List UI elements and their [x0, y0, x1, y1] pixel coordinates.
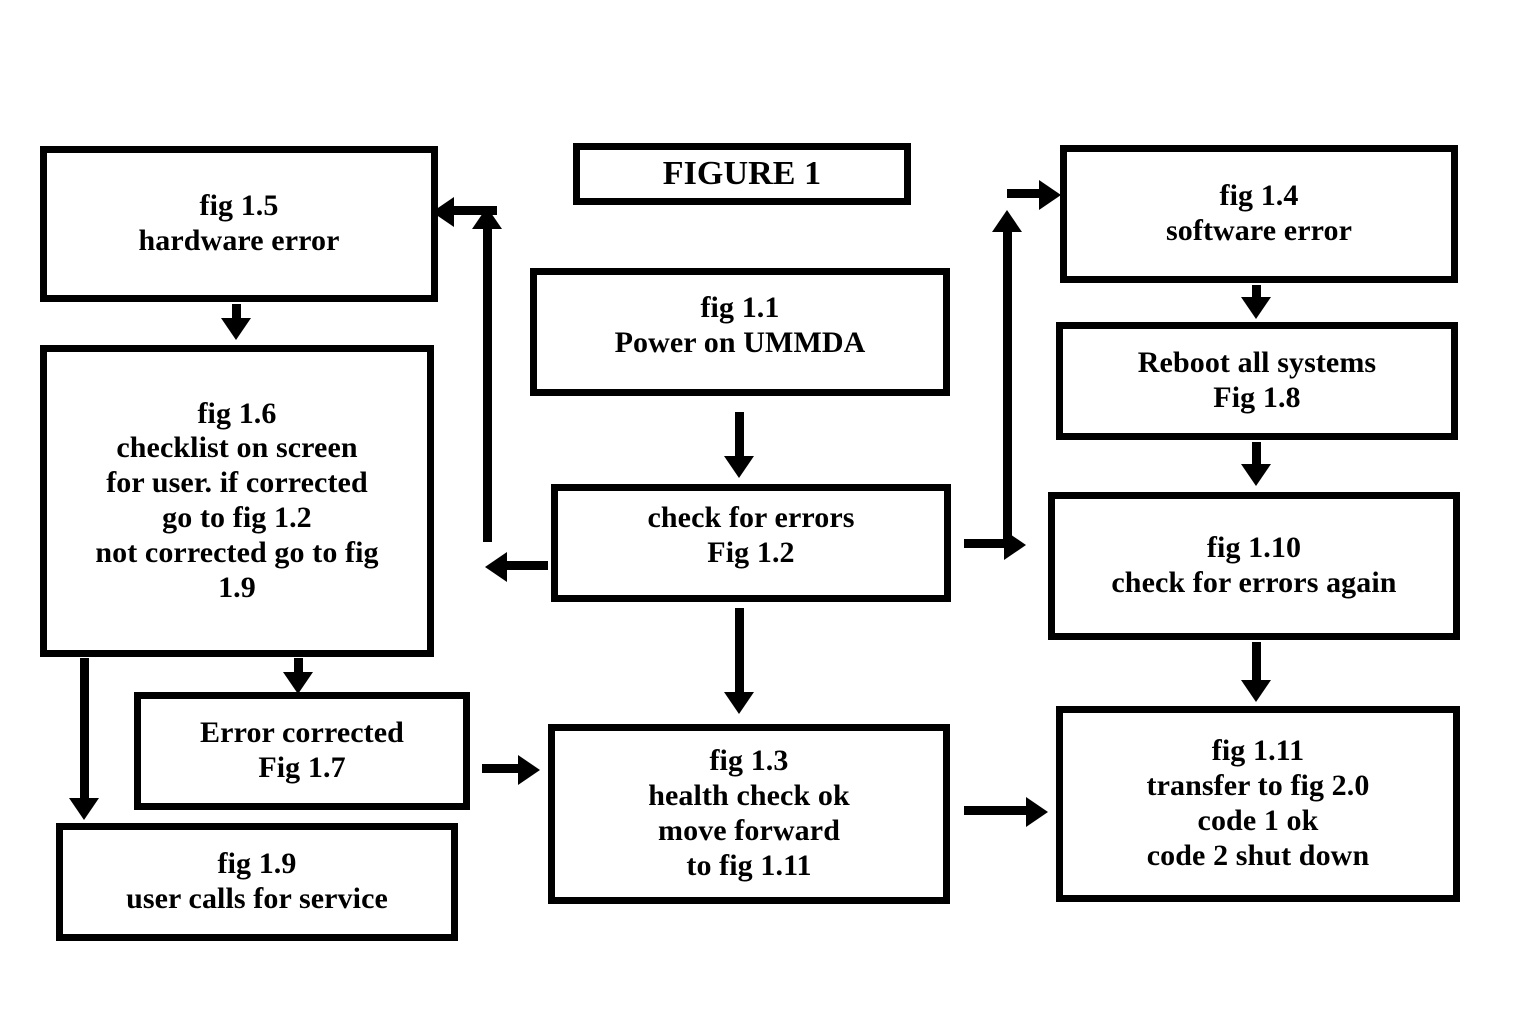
node-fig-1-11-label: fig 1.11 transfer to fig 2.0 code 1 ok c… [1146, 734, 1370, 872]
node-fig-1-11[interactable]: fig 1.11 transfer to fig 2.0 code 1 ok c… [1056, 706, 1460, 902]
node-fig-1-7[interactable]: Error corrected Fig 1.7 [134, 692, 470, 810]
node-fig-1-1-label: fig 1.1 Power on UMMDA [614, 291, 866, 359]
node-fig-1-4[interactable]: fig 1.4 software error [1060, 145, 1458, 283]
node-fig-1-10-label: fig 1.10 check for errors again [1111, 531, 1397, 599]
node-fig-1-6-label: fig 1.6 checklist on screen for user. if… [95, 396, 379, 604]
node-fig-1-8-label: Reboot all systems Fig 1.8 [1137, 346, 1377, 414]
node-fig-1-8[interactable]: Reboot all systems Fig 1.8 [1056, 322, 1458, 440]
node-fig-1-10[interactable]: fig 1.10 check for errors again [1048, 492, 1460, 640]
node-fig-1-9-label: fig 1.9 user calls for service [126, 847, 388, 915]
node-fig-1-3[interactable]: fig 1.3 health check ok move forward to … [548, 724, 950, 904]
figure-title-box: FIGURE 1 [573, 143, 911, 205]
node-fig-1-2-label: check for errors Fig 1.2 [647, 501, 855, 569]
node-fig-1-3-label: fig 1.3 health check ok move forward to … [648, 744, 850, 882]
node-fig-1-5[interactable]: fig 1.5 hardware error [40, 146, 438, 302]
node-fig-1-7-label: Error corrected Fig 1.7 [200, 716, 404, 784]
node-fig-1-4-label: fig 1.4 software error [1165, 179, 1353, 247]
node-fig-1-6[interactable]: fig 1.6 checklist on screen for user. if… [40, 345, 434, 657]
node-fig-1-5-label: fig 1.5 hardware error [138, 189, 340, 257]
figure-title-label: FIGURE 1 [662, 155, 822, 193]
node-fig-1-2[interactable]: check for errors Fig 1.2 [551, 484, 951, 602]
node-fig-1-9[interactable]: fig 1.9 user calls for service [56, 823, 458, 941]
node-fig-1-1[interactable]: fig 1.1 Power on UMMDA [530, 268, 950, 396]
